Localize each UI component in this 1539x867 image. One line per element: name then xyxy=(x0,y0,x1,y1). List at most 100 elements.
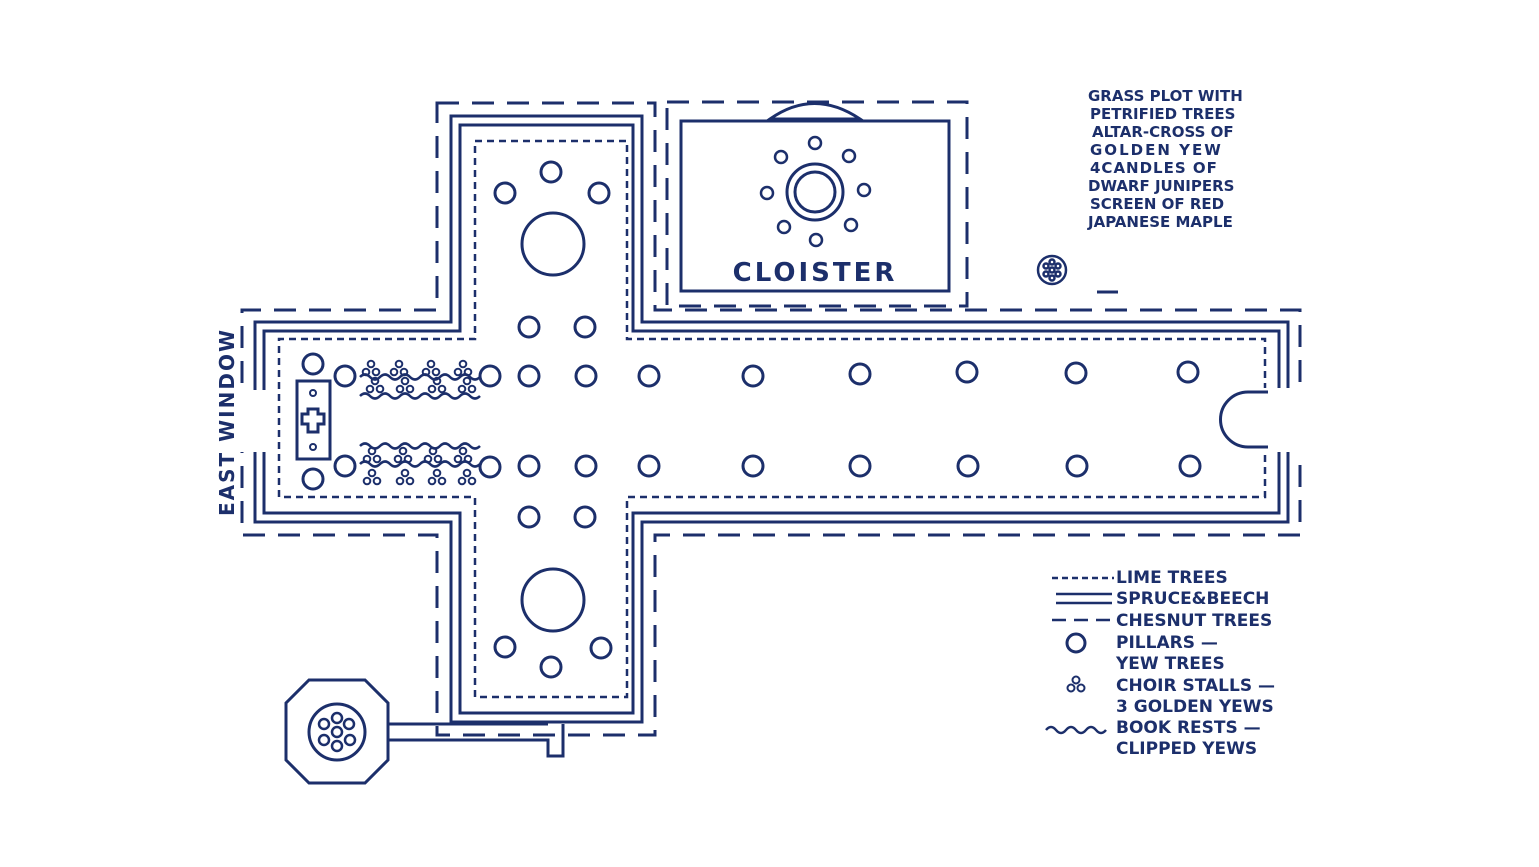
altar xyxy=(295,379,332,461)
note-line-6: DWARF JUNIPERS xyxy=(1088,177,1234,195)
choir-stall-16 xyxy=(457,468,477,486)
golden-yew xyxy=(467,476,477,486)
legend: LIME TREES SPRUCE&BEECH CHESNUT TREES PI… xyxy=(1045,568,1275,759)
cloister-ring-trees xyxy=(759,135,872,248)
choir-stall-5 xyxy=(365,376,385,394)
pillar-yew-tree-3 xyxy=(587,181,611,205)
transept-north-big-circle xyxy=(520,211,586,277)
font-small-circles xyxy=(317,711,357,753)
golden-yew xyxy=(405,384,415,394)
legend-lime-label: LIME TREES xyxy=(1116,568,1228,588)
pillar-yew-tree-27 xyxy=(1178,454,1202,478)
pillar-yew-tree-1 xyxy=(539,160,563,184)
pillar-yew-tree-2 xyxy=(493,181,517,205)
choir-stall-2 xyxy=(389,359,409,377)
east-window-opening xyxy=(236,390,270,452)
golden-yew xyxy=(393,454,403,464)
legend-choir-sub: 3 GOLDEN YEWS xyxy=(1116,697,1274,717)
pillar-yew-tree-14 xyxy=(955,360,979,384)
note-line-3: ALTAR-CROSS OF xyxy=(1092,123,1234,141)
legend-book-rest-icon xyxy=(1045,725,1107,735)
golden-yew xyxy=(453,454,463,464)
golden-yew xyxy=(366,359,376,369)
golden-yew xyxy=(437,384,447,394)
note-line-7: SCREEN OF RED xyxy=(1090,195,1224,213)
pillar-yew-tree-11 xyxy=(637,364,661,388)
golden-yew xyxy=(427,476,437,486)
legend-pillars-label: PILLARS — xyxy=(1116,633,1218,653)
pillar-yew-tree-23 xyxy=(741,454,765,478)
note-line-2: PETRIFIED TREES xyxy=(1090,105,1235,123)
golden-yew xyxy=(375,384,385,394)
golden-yew xyxy=(365,384,375,394)
golden-yew xyxy=(389,367,399,377)
legend-pillar-icon xyxy=(1065,632,1087,654)
legend-book-label: BOOK RESTS — xyxy=(1116,718,1261,738)
cloister-label: CLOISTER xyxy=(733,258,898,288)
pillar-yew-tree-32 xyxy=(539,655,563,679)
altar-cross-icon xyxy=(300,407,326,434)
pillar-yew-tree-9 xyxy=(517,364,541,388)
golden-yew xyxy=(372,476,382,486)
golden-yew xyxy=(395,384,405,394)
transept-south-big-circle xyxy=(520,567,586,633)
book-rest-1 xyxy=(359,373,481,381)
golden-yew xyxy=(395,476,405,486)
pillar-yew-trees xyxy=(301,160,1202,679)
pillar-yew-tree-7 xyxy=(333,364,357,388)
golden-yew xyxy=(405,476,415,486)
golden-yew xyxy=(400,468,410,478)
baptistery-octagon xyxy=(284,678,390,785)
pillar-yew-tree-16 xyxy=(1176,360,1200,384)
book-rest-3 xyxy=(359,442,481,450)
golden-yew xyxy=(458,359,468,369)
choir-stall-8 xyxy=(457,376,477,394)
choir-stall-3 xyxy=(421,359,441,377)
choir-stall-11 xyxy=(423,446,443,464)
pillar-yew-tree-18 xyxy=(333,454,357,478)
altar-cross-outer xyxy=(785,162,845,222)
pillar-yew-tree-26 xyxy=(1065,454,1089,478)
cloister-outer-border xyxy=(665,100,969,308)
choir-stall-15 xyxy=(427,468,447,486)
baptistery-path xyxy=(388,724,565,758)
choir-stall-4 xyxy=(453,359,473,377)
note-line-4: GOLDEN YEW xyxy=(1090,141,1223,159)
golden-yew xyxy=(458,446,468,456)
golden-yew xyxy=(453,367,463,377)
west-entrance-gap xyxy=(1258,388,1308,452)
pillar-yew-tree-12 xyxy=(741,364,765,388)
legend-chesnut-label: CHESNUT TREES xyxy=(1116,611,1272,631)
note-line-1: GRASS PLOT WITH xyxy=(1088,87,1243,105)
pillar-yew-tree-6 xyxy=(301,352,325,376)
golden-yew xyxy=(372,454,382,464)
pillar-yew-tree-30 xyxy=(493,635,517,659)
pillar-yew-tree-15 xyxy=(1064,361,1088,385)
choir-stall-14 xyxy=(395,468,415,486)
book-rests xyxy=(359,373,481,468)
pillar-yew-tree-13 xyxy=(848,362,872,386)
legend-choir-icon xyxy=(1066,675,1086,693)
legend-choir-label: CHOIR STALLS — xyxy=(1116,676,1275,696)
choir-stall-12 xyxy=(453,446,473,464)
golden-yew xyxy=(400,376,410,386)
golden-yew xyxy=(427,384,437,394)
east-window-label: EAST WINDOW xyxy=(215,328,239,516)
golden-yew xyxy=(433,454,443,464)
pillar-yew-tree-25 xyxy=(956,454,980,478)
golden-yew xyxy=(370,376,380,386)
choir-stall-9 xyxy=(362,446,382,464)
golden-yew xyxy=(437,476,447,486)
golden-yew xyxy=(457,476,467,486)
pillar-yew-tree-20 xyxy=(517,454,541,478)
candle-ornament xyxy=(1036,254,1068,286)
chesnut-trees-outline xyxy=(240,101,1302,737)
pillar-yew-tree-21 xyxy=(574,454,598,478)
note-line-8: JAPANESE MAPLE xyxy=(1087,213,1233,231)
golden-yew xyxy=(394,359,404,369)
book-rest-2 xyxy=(359,392,481,400)
golden-yew xyxy=(457,384,467,394)
altar-stud-bottom xyxy=(309,443,317,451)
pillar-yew-tree-19 xyxy=(478,455,502,479)
